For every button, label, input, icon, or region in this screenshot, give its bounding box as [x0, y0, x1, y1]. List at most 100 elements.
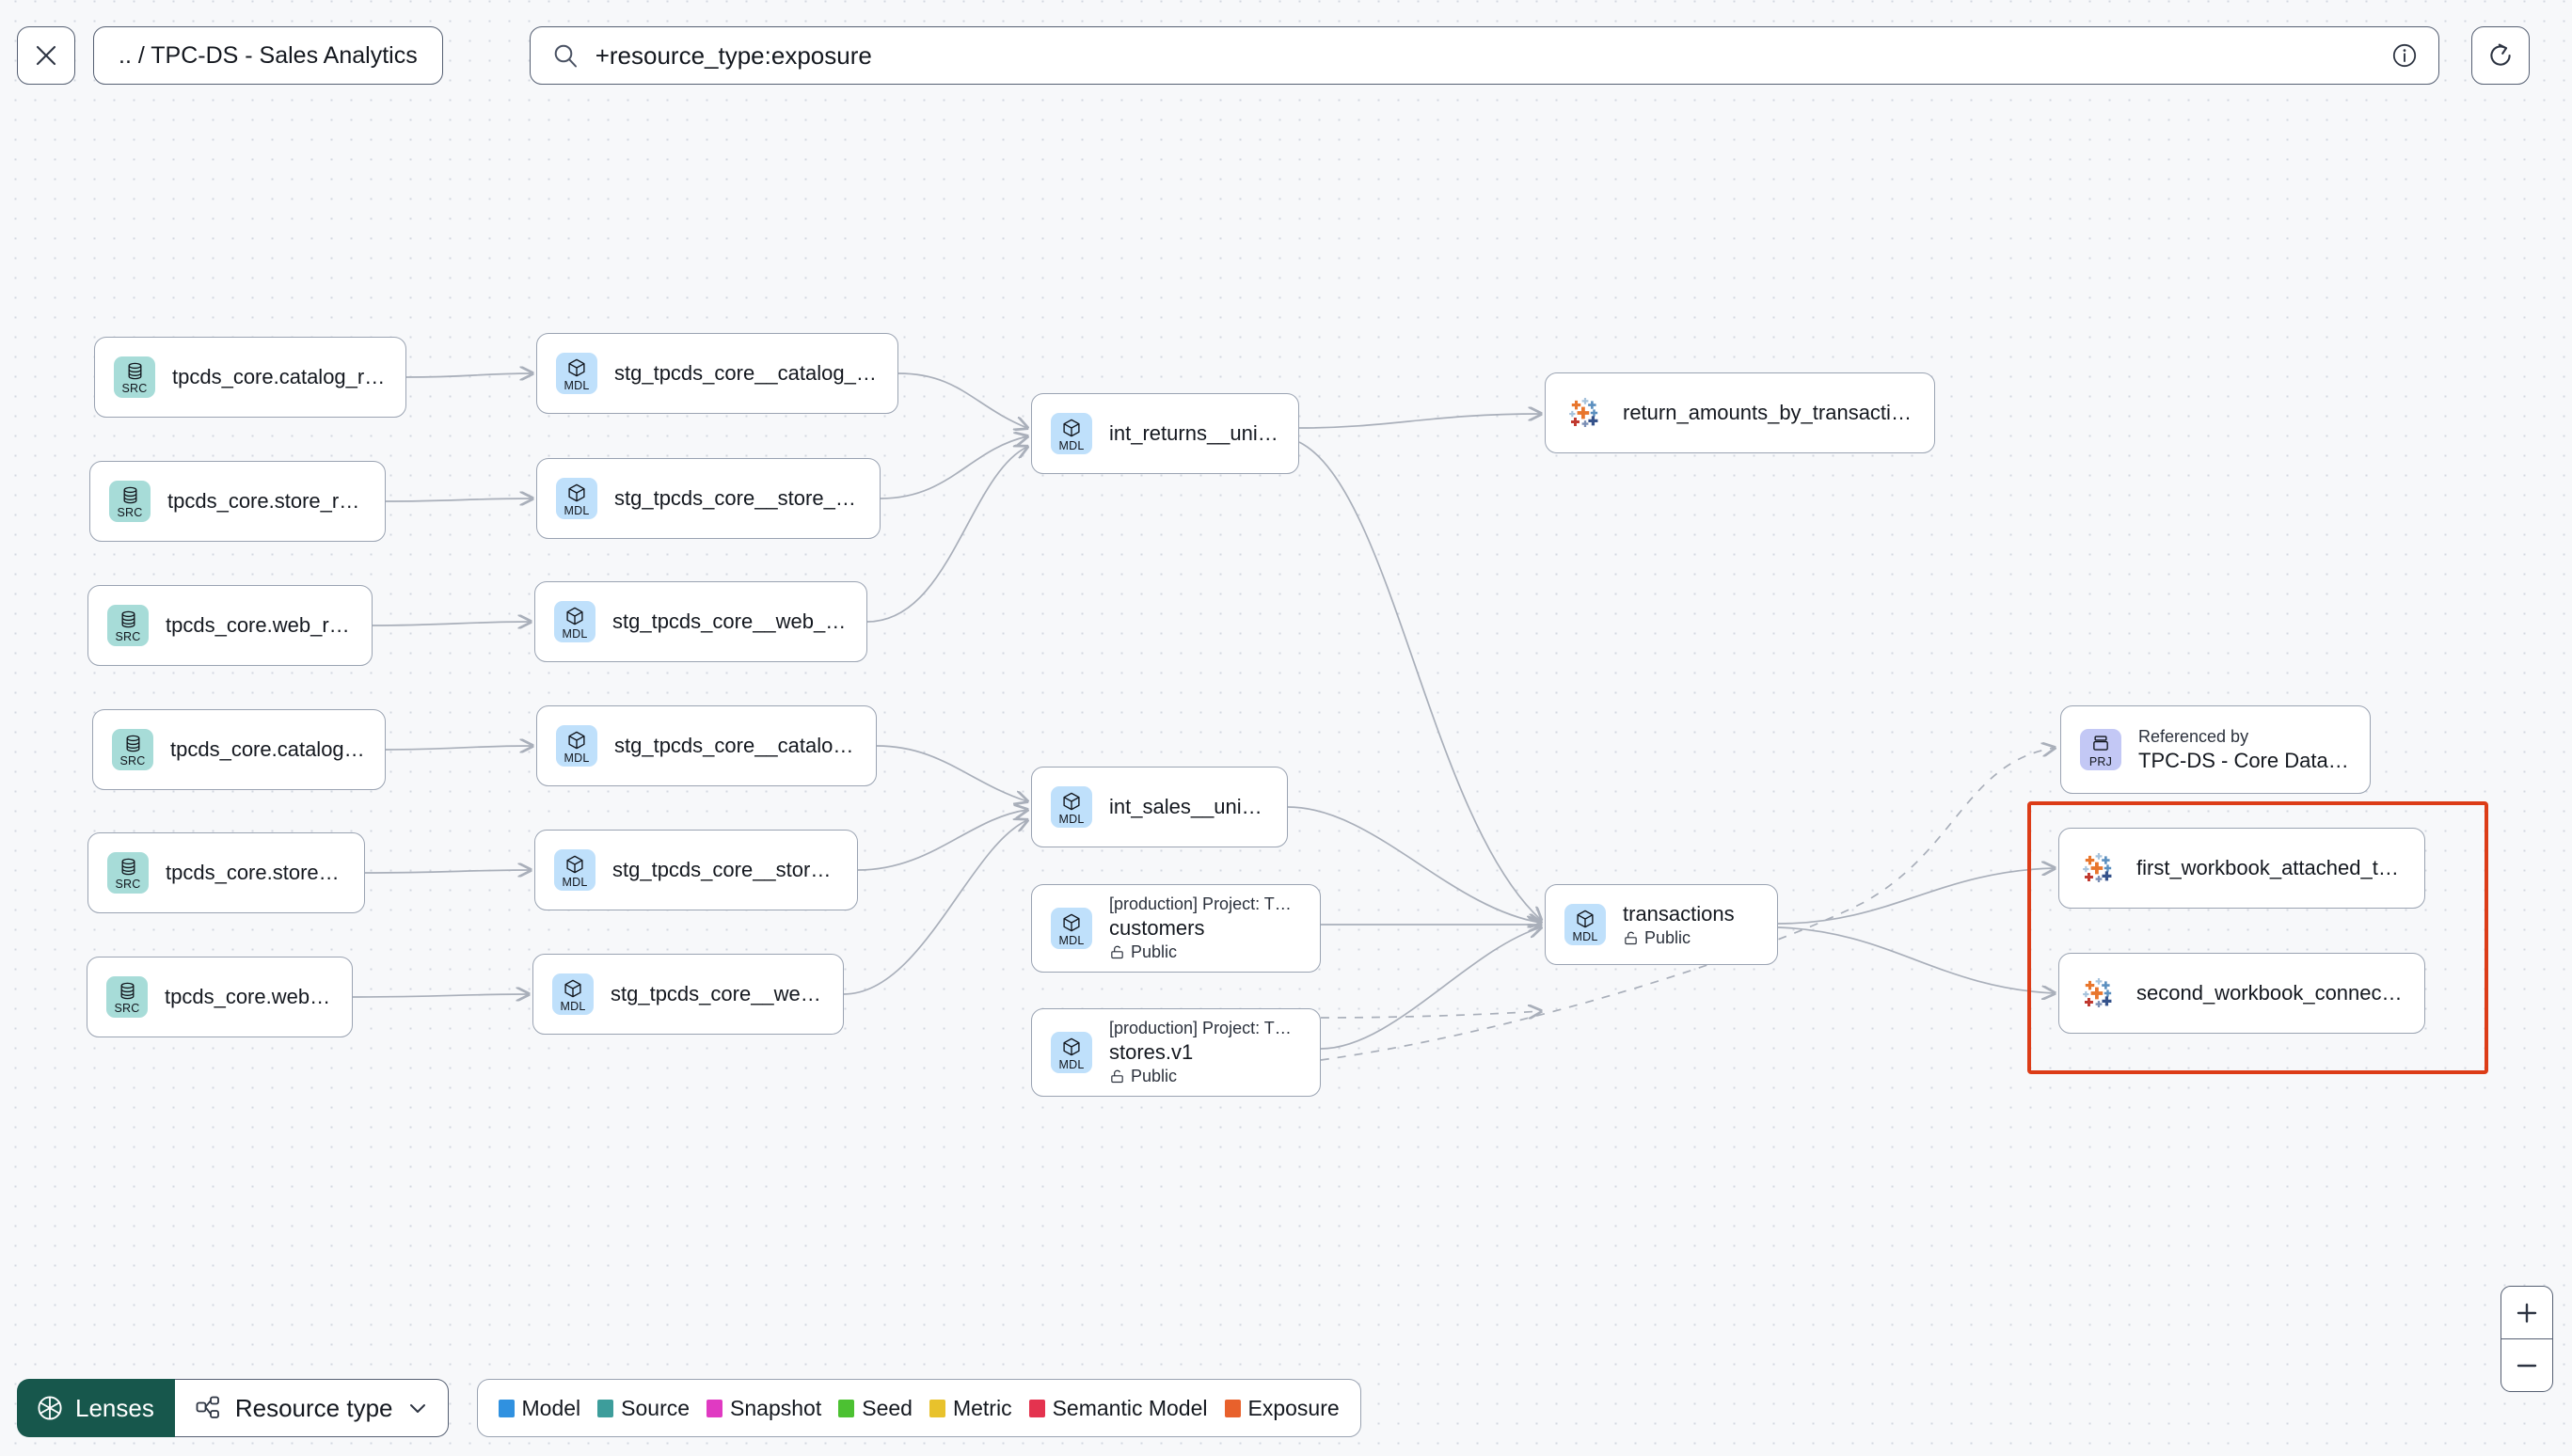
node-visibility: Public [1109, 942, 1301, 962]
graph-node-customers[interactable]: MDL [production] Project: TPC-DS - Core D… [1031, 884, 1321, 973]
breadcrumb[interactable]: .. / TPC-DS - Sales Analytics [93, 26, 443, 85]
node-type-badge-label: SRC [121, 382, 148, 395]
node-label: tpcds_core.web_sales [165, 985, 333, 1008]
node-subtitle: Referenced by [2138, 726, 2249, 746]
lens-aperture-icon [36, 1394, 64, 1422]
legend-item-snapshot[interactable]: Snapshot [707, 1396, 821, 1421]
node-type-badge-label: MDL [564, 378, 590, 392]
node-type-badge-src: SRC [114, 356, 155, 398]
top-toolbar: .. / TPC-DS - Sales Analytics +resource_… [0, 0, 2572, 111]
project-icon [2090, 734, 2111, 754]
search-input[interactable]: +resource_type:exposure [595, 40, 872, 70]
lenses-button[interactable]: Lenses [17, 1379, 175, 1437]
node-label: stores.v1 [1109, 1040, 1194, 1064]
node-visibility-label: Public [1131, 942, 1178, 961]
refresh-button[interactable] [2470, 26, 2530, 85]
graph-node-src_catalog_sales[interactable]: SRC tpcds_core.catalog_sales [92, 709, 386, 790]
graph-node-int_sales_unioned[interactable]: MDL int_sales__unioned [1031, 767, 1288, 847]
node-type-badge-label: MDL [1058, 812, 1085, 826]
node-label: tpcds_core.store_returns [167, 489, 366, 513]
plus-icon [2515, 1301, 2539, 1325]
cube-icon [563, 978, 583, 999]
node-type-badge-label: MDL [1058, 933, 1085, 947]
node-label: stg_tpcds_core__web_returns [612, 609, 848, 633]
legend-swatch [707, 1399, 723, 1417]
legend-swatch [838, 1399, 855, 1417]
node-label: return_amounts_by_transaction_type [1623, 401, 1915, 424]
database-icon [125, 361, 145, 381]
node-type-badge-mdl: MDL [1051, 1032, 1092, 1073]
node-type-badge-src: SRC [109, 481, 151, 522]
graph-node-return_amounts[interactable]: return_amounts_by_transaction_type [1545, 372, 1935, 453]
node-type-badge-mdl: MDL [1051, 908, 1092, 949]
resource-type-dropdown[interactable]: Resource type [174, 1379, 449, 1437]
graph-node-second_workbook[interactable]: second_workbook_connected_to_live… [2058, 953, 2425, 1034]
cube-icon [1061, 1037, 1082, 1057]
info-icon[interactable] [2391, 42, 2418, 69]
search-bar[interactable]: +resource_type:exposure [529, 26, 2439, 85]
database-icon [120, 485, 140, 505]
graph-node-stg_web_returns[interactable]: MDL stg_tpcds_core__web_returns [534, 581, 867, 662]
legend-swatch [498, 1399, 515, 1417]
close-button[interactable] [17, 26, 75, 85]
legend-item-model[interactable]: Model [498, 1395, 581, 1421]
node-type-badge-label: MDL [1058, 1057, 1085, 1071]
database-icon [118, 981, 137, 1001]
legend-item-seed[interactable]: Seed [838, 1396, 913, 1421]
legend-label: Model [521, 1395, 581, 1420]
legend-label: Exposure [1247, 1395, 1340, 1420]
node-label: tpcds_core.store_sales [166, 861, 345, 884]
zoom-out-button[interactable] [2501, 1339, 2552, 1391]
node-type-badge-label: MDL [1058, 438, 1085, 452]
node-type-badge-label: SRC [115, 630, 141, 643]
graph-node-first_workbook[interactable]: first_workbook_attached_to_tpc-ds_-_… [2058, 828, 2425, 909]
cube-icon [1061, 791, 1082, 812]
node-type-badge-mdl: MDL [556, 353, 597, 394]
node-visibility-label: Public [1644, 927, 1691, 947]
graph-node-src_store_returns[interactable]: SRC tpcds_core.store_returns [89, 461, 386, 542]
node-subtitle: [production] Project: TPC-DS - Core Data… [1109, 894, 1301, 913]
node-type-badge-mdl: MDL [1051, 413, 1092, 454]
legend-item-source[interactable]: Source [597, 1396, 690, 1421]
breadcrumb-label: .. / TPC-DS - Sales Analytics [119, 41, 418, 69]
node-type-badge-label: MDL [564, 503, 590, 517]
tableau-icon [1564, 392, 1606, 434]
node-type-badge-src: SRC [112, 729, 153, 770]
minus-icon [2515, 1353, 2539, 1378]
cube-icon [566, 357, 587, 378]
node-label: customers [1109, 916, 1205, 940]
node-label: stg_tpcds_core__catalog_sales [614, 734, 857, 757]
lock-icon [1109, 1068, 1125, 1084]
legend-item-semantic-model[interactable]: Semantic Model [1028, 1396, 1208, 1421]
node-subtitle: [production] Project: TPC-DS - Core Data… [1109, 1019, 1301, 1037]
node-label: tpcds_core.catalog_sales [170, 737, 366, 761]
legend-item-exposure[interactable]: Exposure [1224, 1395, 1340, 1421]
node-type-badge-mdl: MDL [1564, 904, 1606, 945]
legend-item-metric[interactable]: Metric [929, 1396, 1012, 1421]
nodes-graph-icon [194, 1394, 222, 1422]
graph-node-stg_catalog_sales[interactable]: MDL stg_tpcds_core__catalog_sales [536, 705, 877, 786]
zoom-in-button[interactable] [2501, 1287, 2552, 1338]
node-type-badge-label: MDL [564, 751, 590, 765]
node-label: int_sales__unioned [1109, 795, 1268, 818]
node-label: second_workbook_connected_to_live… [2136, 981, 2405, 1005]
node-type-badge-label: MDL [562, 626, 588, 641]
bottom-toolbar: Lenses Resource type [17, 1379, 1361, 1437]
graph-node-stores_v1[interactable]: MDL [production] Project: TPC-DS - Core D… [1031, 1008, 1321, 1097]
cube-icon [564, 854, 585, 875]
node-type-badge-label: MDL [560, 999, 586, 1013]
node-visibility: Public [1623, 928, 1758, 948]
legend-swatch [929, 1399, 945, 1417]
